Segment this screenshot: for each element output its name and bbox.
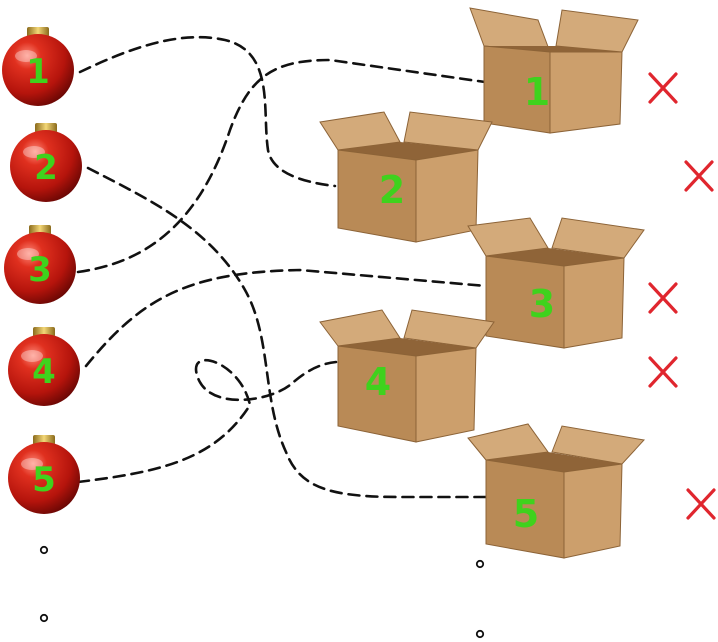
box-number: 5 — [513, 492, 539, 536]
box-4: 4 — [319, 309, 495, 443]
dot — [475, 559, 485, 569]
box-2: 2 — [319, 111, 493, 243]
christmas-ornament-icon — [8, 442, 80, 514]
box-5: 5 — [467, 423, 645, 559]
cardboard-box-icon — [469, 7, 639, 134]
cardboard-box-icon — [319, 111, 493, 243]
cross-mark-icon — [686, 488, 716, 520]
boxes: 1 2 3 — [319, 7, 645, 559]
christmas-ornament-icon — [10, 130, 82, 202]
ornament-number: 3 — [28, 250, 52, 290]
ornament-3: 3 — [4, 225, 76, 304]
box-number: 2 — [379, 168, 405, 212]
box-number: 4 — [365, 360, 391, 404]
path-3 — [76, 58, 487, 274]
path-1 — [78, 35, 337, 188]
path-5 — [76, 359, 338, 484]
cross-marks — [648, 72, 716, 520]
ornament-4: 4 — [8, 327, 80, 406]
christmas-ornament-icon — [8, 334, 80, 406]
ornament-number: 4 — [32, 352, 56, 392]
christmas-ornament-icon — [4, 232, 76, 304]
ornaments: 1 2 3 4 5 — [2, 27, 82, 514]
ornament-number: 1 — [26, 52, 50, 92]
ornament-2: 2 — [10, 123, 82, 202]
dot — [39, 545, 49, 555]
cardboard-box-icon — [467, 423, 645, 559]
ornament-5: 5 — [8, 435, 80, 514]
box-1: 1 — [469, 7, 639, 134]
box-3: 3 — [467, 217, 645, 349]
box-number: 3 — [529, 282, 555, 326]
ornament-1: 1 — [2, 27, 74, 106]
cross-mark-icon — [684, 160, 714, 192]
ornament-number: 5 — [32, 460, 56, 500]
tangled-paths — [76, 35, 490, 499]
dot — [475, 629, 485, 639]
cross-mark-icon — [648, 72, 678, 104]
cardboard-box-icon — [319, 309, 495, 443]
dots — [39, 545, 485, 639]
path-4 — [84, 268, 488, 368]
path-2 — [86, 166, 490, 499]
cross-mark-icon — [648, 282, 678, 314]
cardboard-box-icon — [467, 217, 645, 349]
cross-mark-icon — [648, 356, 678, 388]
dot — [39, 613, 49, 623]
ornament-number: 2 — [34, 148, 58, 188]
christmas-ornament-icon — [2, 34, 74, 106]
box-number: 1 — [524, 70, 550, 114]
